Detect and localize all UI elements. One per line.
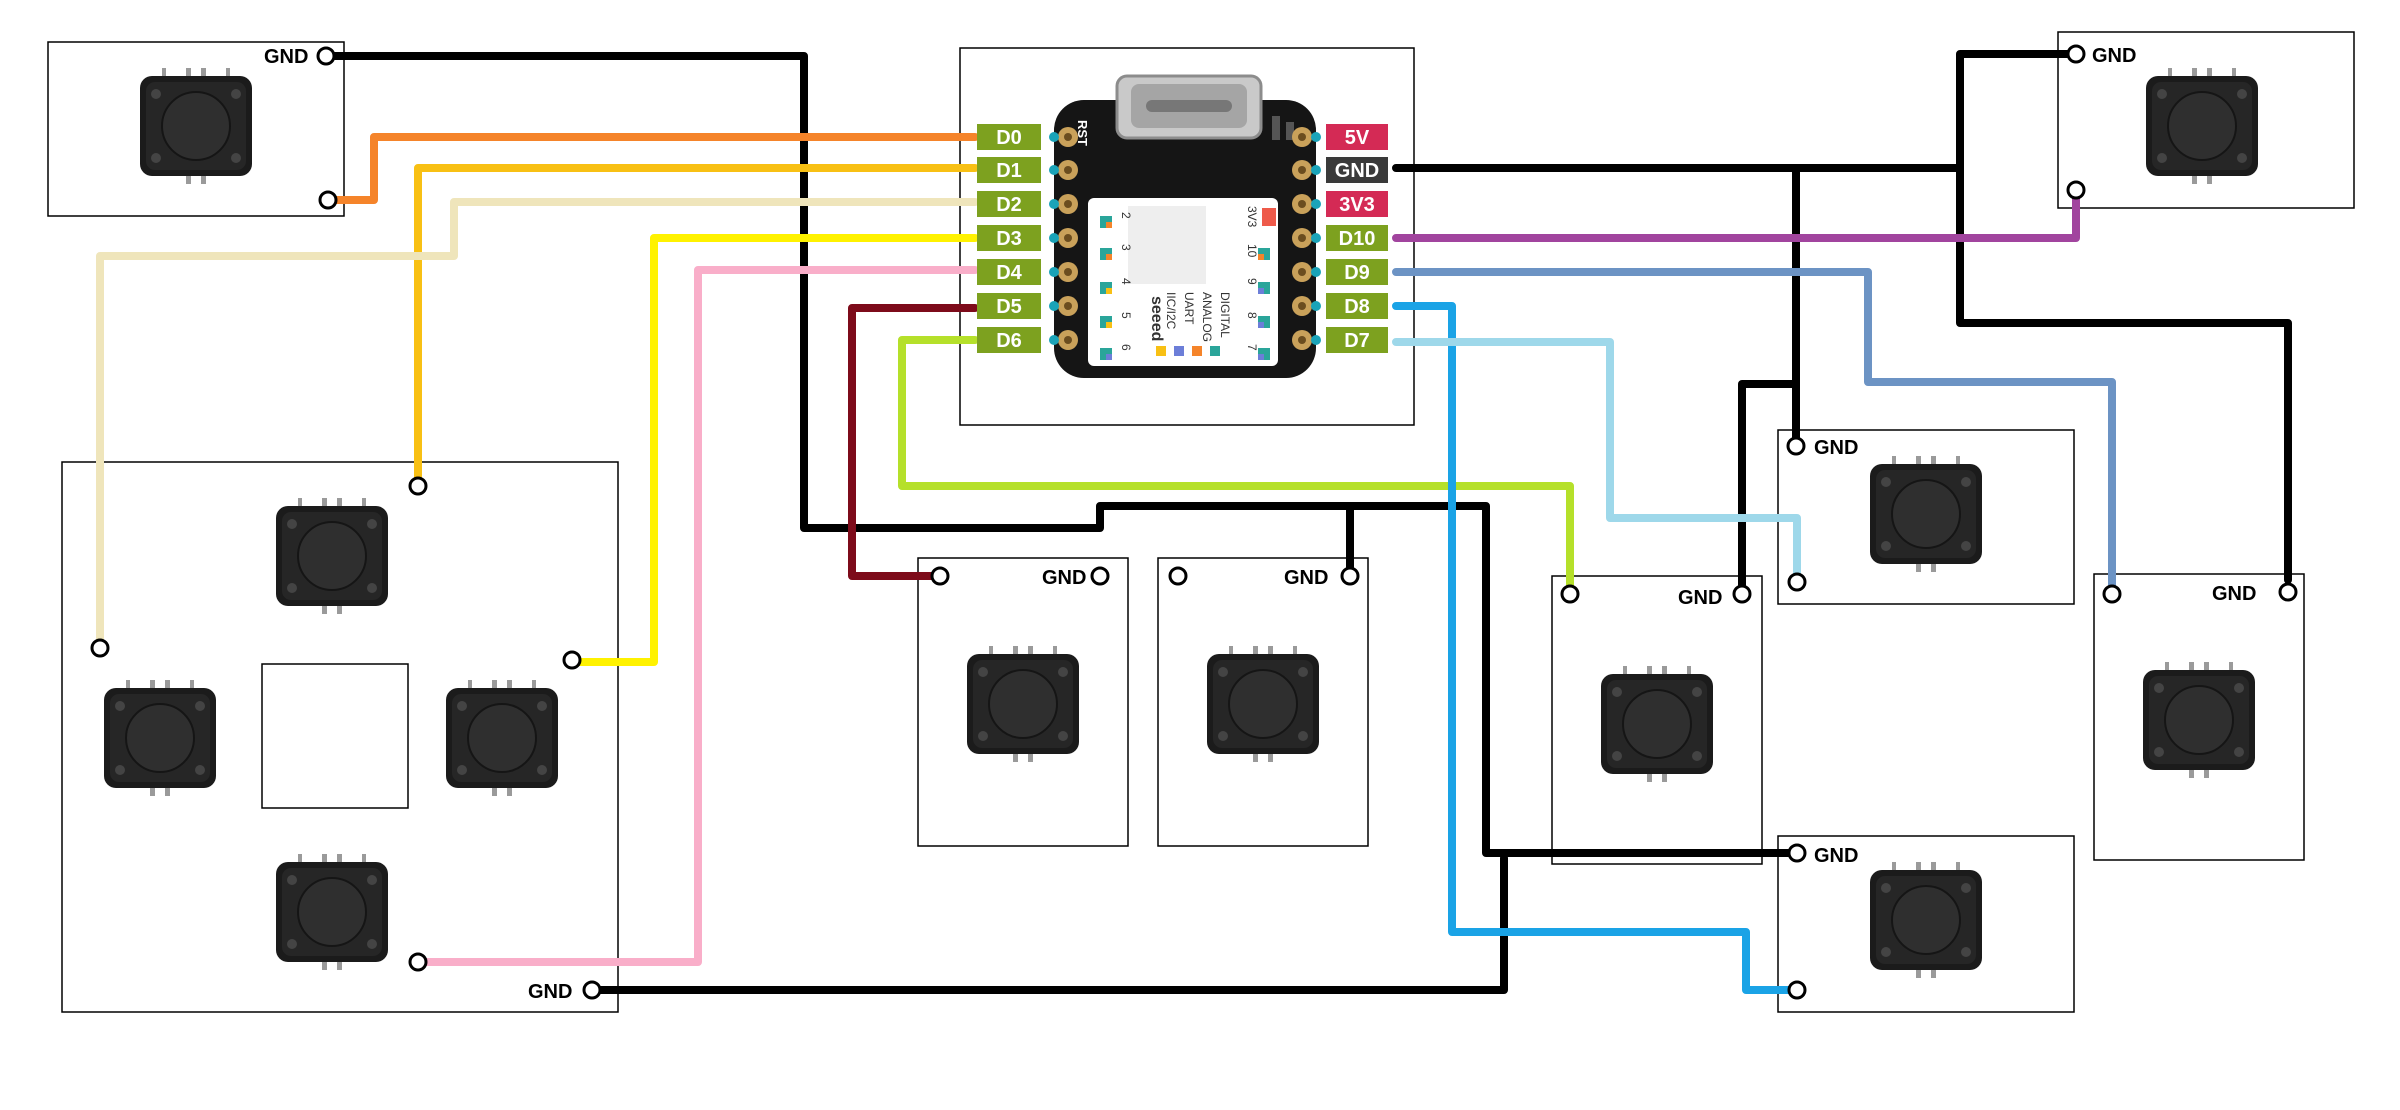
wire-d1 xyxy=(414,164,979,488)
pin-label-d10: D10 xyxy=(1339,228,1376,250)
brand-label: seeed xyxy=(1148,296,1165,341)
chip-3v3-label: 3V3 xyxy=(1245,206,1259,228)
gnd-label: GND xyxy=(264,46,308,68)
push-button xyxy=(275,853,389,971)
push-button xyxy=(1600,665,1714,783)
wire-d2 xyxy=(96,198,979,652)
wire-d10 xyxy=(1392,186,2080,242)
pin-label-d3: D3 xyxy=(996,228,1022,250)
gnd-label: GND xyxy=(1814,845,1858,867)
module-boxes xyxy=(47,31,2355,1013)
legend-i2c: IIC/I2C xyxy=(1164,292,1178,330)
pin-label-d0: D0 xyxy=(996,127,1022,149)
gnd-label: GND xyxy=(528,981,572,1003)
pin-label-d9: D9 xyxy=(1344,262,1370,284)
pin-num: 7 xyxy=(1245,344,1259,351)
castellated-pads xyxy=(1058,127,1312,350)
legend-analog: ANALOG xyxy=(1200,292,1214,342)
wire-d5 xyxy=(848,304,979,580)
push-button xyxy=(139,67,253,185)
pin-num: 3 xyxy=(1119,244,1133,251)
wires xyxy=(96,50,2292,994)
gnd-label: GND xyxy=(2212,583,2256,605)
pin-num: 5 xyxy=(1119,312,1133,319)
gnd-label: GND xyxy=(1042,567,1086,589)
wire-d9 xyxy=(1392,268,2116,596)
pin-label-gnd: GND xyxy=(1335,160,1379,182)
pin-num: 8 xyxy=(1245,312,1259,319)
pin-num: 6 xyxy=(1119,344,1133,351)
wire-gnd xyxy=(1956,164,2292,584)
pin-label-d4: D4 xyxy=(996,262,1022,284)
wire-d8 xyxy=(1392,302,1801,994)
wire-d7 xyxy=(1392,338,1801,586)
legend-swatches xyxy=(1156,346,1220,356)
wire-gnd xyxy=(588,854,1508,994)
pin-labels-right: 5V GND 3V3 D10 D9 D8 D7 xyxy=(1326,124,1388,353)
legend-uart: UART xyxy=(1182,292,1196,325)
push-button xyxy=(1206,645,1320,763)
pin-label-d2: D2 xyxy=(996,194,1022,216)
pin-labels-left: D0 D1 D2 D3 D4 D5 D6 xyxy=(977,124,1041,353)
wire-d0 xyxy=(324,133,979,204)
gnd-label: GND xyxy=(1678,587,1722,609)
push-button xyxy=(2142,661,2256,779)
gnd-label: GND xyxy=(1284,567,1328,589)
push-button xyxy=(2145,67,2259,185)
pin-num: 4 xyxy=(1119,278,1133,285)
legend-digital: DIGITAL xyxy=(1218,292,1232,338)
push-button xyxy=(1869,455,1983,573)
pin-dots xyxy=(1049,132,1321,345)
module-pin-markers xyxy=(1100,216,1270,360)
gnd-label: GND xyxy=(2092,45,2136,67)
pin-label-3v3: 3V3 xyxy=(1339,194,1375,216)
push-button xyxy=(966,645,1080,763)
xiao-board: RST seeed IIC/I2C UART ANALOG DIGITAL 3V… xyxy=(1049,74,1321,378)
gnd-label: GND xyxy=(1814,437,1858,459)
terminals xyxy=(90,44,2298,1000)
pin-label-d5: D5 xyxy=(996,296,1022,318)
push-button xyxy=(1869,861,1983,979)
push-button xyxy=(445,679,559,797)
wire-gnd xyxy=(1738,380,1800,596)
wire-gnd xyxy=(1392,50,2080,172)
pin-num: 10 xyxy=(1245,244,1259,258)
wire-d3 xyxy=(568,234,979,666)
pin-label-d1: D1 xyxy=(996,160,1022,182)
pin-num: 2 xyxy=(1119,212,1133,219)
pin-num: 9 xyxy=(1245,278,1259,285)
push-button xyxy=(275,497,389,615)
gnd-labels: GND GND GND GND GND GND GND GND GND xyxy=(264,45,2256,1003)
wire-d4 xyxy=(414,266,979,966)
pin-label-5v: 5V xyxy=(1345,127,1370,149)
pin-label-d8: D8 xyxy=(1344,296,1370,318)
push-button xyxy=(103,679,217,797)
pin-label-d6: D6 xyxy=(996,330,1022,352)
wire-d6 xyxy=(898,336,1574,594)
pin-label-d7: D7 xyxy=(1344,330,1370,352)
rst-label: RST xyxy=(1075,120,1090,146)
